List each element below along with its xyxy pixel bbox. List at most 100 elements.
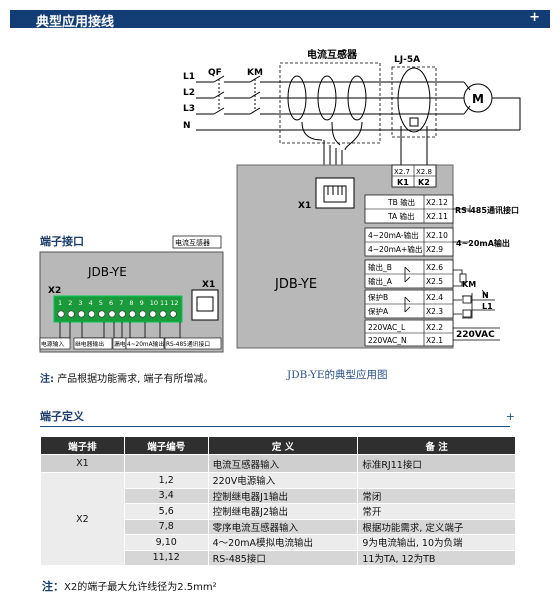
terminal-screw-icon	[88, 310, 96, 318]
term-k1: K1	[397, 178, 409, 187]
cell-num	[123, 454, 209, 473]
term-x210: X2.10	[426, 231, 448, 240]
ct-coils	[287, 75, 367, 178]
cell-note: 常闭	[357, 487, 516, 504]
lj-box	[391, 66, 437, 138]
terminal-screw-icon	[67, 310, 75, 318]
ct-title: 电流互感器	[307, 48, 358, 61]
terminal-screw-icon	[149, 310, 157, 318]
device-name: JDB-YE	[274, 277, 317, 292]
terminal-number: 3	[78, 299, 82, 307]
row-out-a: 输出_A	[368, 276, 393, 286]
lj-title: LJ-5A	[394, 55, 420, 65]
terminal-screw-icon	[118, 310, 126, 318]
ma-out-label: 4~20mA输出	[456, 238, 510, 248]
cell-note: 标准RJ11接口	[357, 454, 516, 473]
rj11-port	[315, 177, 355, 209]
row-ta-out: TA 输出	[387, 211, 415, 221]
row-ma-pos: 4~20mA+输出	[368, 244, 422, 254]
note2-text: X2的端子最大允许线径为2.5mm²	[64, 582, 217, 593]
line-label-n: N	[183, 121, 191, 131]
section2-title: 端子定义	[40, 410, 84, 423]
note2-prefix: 注：	[42, 580, 64, 593]
tb-x2: X2	[48, 286, 61, 296]
wiring-diagram: L1 L2 L3 N QF KM 电流互感器 LJ-5A M	[183, 48, 521, 349]
ct-box	[279, 62, 381, 144]
row-prot-a: 保护A	[368, 306, 389, 316]
tb-device-name: JDB-YE	[87, 265, 127, 279]
cell-num: 7,8	[123, 518, 209, 535]
cell-note	[357, 472, 516, 489]
cell-def: 控制继电器J1输出	[207, 487, 359, 504]
terminal-screw-icon	[159, 310, 167, 318]
terminal-number: 11	[160, 299, 168, 307]
row-ma-neg: 4~20mA-输出	[368, 230, 419, 240]
cell-num: 11,12	[123, 549, 209, 566]
col-header: 定 义	[207, 436, 359, 455]
cell-num: 5,6	[123, 503, 209, 520]
terminal-screw-icon	[98, 310, 106, 318]
tb-x1: X1	[202, 280, 215, 290]
cell-note: 9为电流输出, 10为负端	[357, 534, 516, 551]
vac-label: 220VAC	[456, 330, 495, 340]
cell-num: 1,2	[123, 472, 209, 489]
col-header: 端子排	[40, 436, 125, 455]
terminal-screw-icon	[77, 310, 85, 318]
cell-def: 零序电流互感器输入	[207, 518, 359, 535]
terminal-screw-icon	[139, 310, 147, 318]
terminal-number: 1	[58, 299, 62, 307]
expand-icon[interactable]: +	[529, 10, 540, 25]
cell-group: X2	[40, 472, 125, 566]
terminal-number: 9	[140, 299, 144, 307]
terminal-screw-icon	[57, 310, 65, 318]
line-label-l2: L2	[183, 88, 195, 98]
row-vac-n: 220VAC_N	[368, 336, 407, 345]
cell-def: 电流互感器输入	[207, 454, 359, 473]
terminal-number: 8	[129, 299, 133, 307]
terminal-group-label: 4~20mA输出	[127, 340, 164, 348]
km-label: KM	[247, 68, 263, 78]
cell-note: 根据功能需求, 定义端子	[357, 518, 516, 535]
cell-note: 常开	[357, 503, 516, 520]
note-text: 产品根据功能需求, 端子有所增减。	[57, 374, 214, 385]
expand-icon[interactable]: +	[505, 410, 515, 423]
cell-group: X1	[40, 454, 125, 473]
cell-def: 220V电源输入	[207, 472, 359, 489]
cell-def: 4～20mA模拟电流输出	[207, 534, 359, 551]
note-prefix: 注:	[40, 374, 54, 385]
km2-label: KM	[462, 280, 476, 289]
note-wire-size: 注：X2的端子最大允许线径为2.5mm²	[42, 578, 217, 594]
term-x23: X2.3	[426, 307, 443, 316]
lj-core	[397, 67, 431, 165]
term-x22: X2.2	[426, 323, 443, 332]
col-header: 备 注	[357, 436, 516, 455]
mains-wires	[196, 75, 520, 131]
section-header-wiring: 典型应用接线 +	[10, 10, 550, 30]
term-x25: X2.5	[426, 277, 443, 286]
terminal-group-label: RS-485通讯接口	[166, 340, 210, 348]
terminal-screw-icon	[108, 310, 116, 318]
terminal-screw-icon	[128, 310, 136, 318]
cell-note: 11为TA, 12为TB	[357, 549, 516, 566]
line-label-l1: L1	[183, 72, 195, 82]
table-header-row: 端子排 端子编号 定 义 备 注	[40, 436, 516, 455]
terminal-group-label: 漏电	[114, 340, 126, 348]
note-terminals: 注: 产品根据功能需求, 端子有所增减。	[40, 370, 214, 385]
qf-label: QF	[208, 68, 222, 78]
terminal-number: 12	[170, 299, 178, 307]
cell-def: RS-485接口	[207, 549, 359, 566]
term-x21: X2.1	[426, 336, 443, 345]
l1-label: L1	[482, 302, 493, 311]
section-header-terminals: 端子定义 +	[40, 408, 515, 427]
row-out-b: 输出_B	[368, 262, 392, 272]
term-x211: X2.11	[426, 212, 448, 221]
diagram-caption: JDB-YE的典型应用图	[287, 369, 388, 381]
term-k2: K2	[418, 178, 430, 187]
row-tb-out: TB 输出	[387, 197, 415, 207]
